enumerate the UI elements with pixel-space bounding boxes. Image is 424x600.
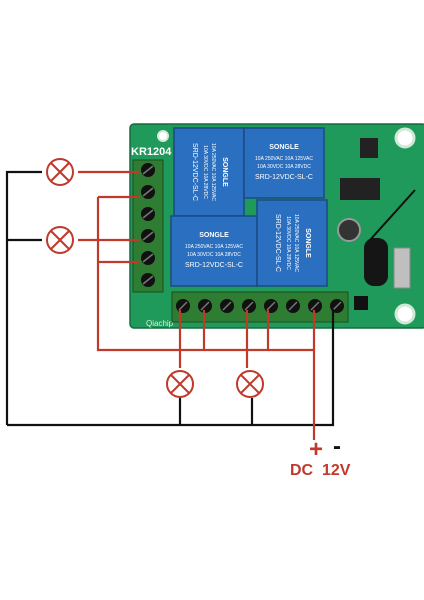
power-label: DC 12V bbox=[290, 462, 351, 479]
relay-brand: SONGLE bbox=[269, 144, 299, 151]
mount-hole bbox=[394, 127, 416, 149]
relay-spec-2: 10A 30VDC 10A 28VDC bbox=[285, 216, 291, 270]
ic-chip-small bbox=[360, 138, 378, 158]
relay-spec-1: 10A 250VAC 10A 125VAC bbox=[293, 214, 299, 272]
relay-board: KR1204 Qiachip SONGLE 10A 250VAC 10A 125V… bbox=[129, 123, 424, 329]
board-model-label: KR1204 bbox=[131, 146, 172, 158]
relay-spec-2: 10A 30VDC 10A 28VDC bbox=[202, 145, 208, 199]
left-terminal-block bbox=[132, 159, 164, 293]
screw-slot bbox=[266, 301, 276, 311]
lamp-x-icon bbox=[46, 226, 74, 254]
screw-slot bbox=[142, 209, 154, 219]
screw-slot bbox=[142, 231, 154, 241]
capacitor bbox=[337, 218, 361, 242]
screw-slot bbox=[142, 253, 154, 263]
antenna-wire bbox=[369, 189, 416, 241]
mount-hole bbox=[394, 303, 416, 325]
screw-slot bbox=[142, 187, 154, 197]
screw-slot bbox=[142, 275, 154, 285]
relay-spec-1: 10A 250VAC 10A 125VAC bbox=[210, 143, 216, 201]
antenna-module bbox=[393, 247, 411, 289]
relay-brand: SONGLE bbox=[221, 157, 228, 187]
ic-chip bbox=[340, 178, 380, 200]
screw-slot bbox=[310, 301, 320, 311]
screw-slot bbox=[222, 301, 232, 311]
screw-slot bbox=[244, 301, 254, 311]
relay-body bbox=[256, 199, 328, 287]
wires bbox=[5, 170, 335, 440]
lamps bbox=[46, 158, 264, 398]
inductor-coil bbox=[364, 238, 388, 286]
relay-spec-2: 10A 30VDC 10A 28VDC bbox=[187, 252, 241, 258]
relay-3: SONGLE 10A 250VAC 10A 125VAC 10A 30VDC 10A… bbox=[170, 215, 258, 287]
lamp-x-icon bbox=[166, 370, 194, 398]
relay-brand: SONGLE bbox=[199, 232, 229, 239]
screw-slot bbox=[332, 301, 342, 311]
relay-spec-1: 10A 250VAC 10A 125VAC bbox=[185, 244, 243, 250]
relay-body bbox=[173, 127, 245, 217]
screw-slot bbox=[178, 301, 188, 311]
red-wire bbox=[96, 197, 314, 352]
relay-2: SONGLE 10A 250VAC 10A 125VAC 10A 30VDC 10A… bbox=[243, 127, 325, 199]
screw-slot bbox=[288, 301, 298, 311]
mount-hole bbox=[157, 130, 169, 142]
board-brand-label: Qiachip bbox=[146, 319, 174, 328]
relay-spec-2: 10A 30VDC 10A 28VDC bbox=[257, 164, 311, 170]
lamp-x-icon bbox=[46, 158, 74, 186]
black-wire bbox=[5, 170, 42, 425]
relay-brand: SONGLE bbox=[304, 228, 311, 258]
relay-model: SRD-12VDC-SL-C bbox=[274, 214, 281, 272]
relay-model: SRD-12VDC-SL-C bbox=[191, 143, 198, 201]
power-minus-sign: - bbox=[333, 433, 341, 460]
relay-model: SRD-12VDC-SL-C bbox=[255, 174, 313, 181]
screw-slot bbox=[200, 301, 210, 311]
relay-model: SRD-12VDC-SL-C bbox=[185, 262, 243, 269]
power-plus-sign: + bbox=[309, 436, 323, 463]
black-wire bbox=[7, 309, 335, 427]
learn-button bbox=[354, 296, 368, 310]
screw-slot bbox=[142, 165, 154, 175]
relay-body bbox=[243, 127, 325, 199]
lamp-x-icon bbox=[236, 370, 264, 398]
relay-body bbox=[170, 215, 258, 287]
relay-spec-1: 10A 250VAC 10A 125VAC bbox=[255, 156, 313, 162]
